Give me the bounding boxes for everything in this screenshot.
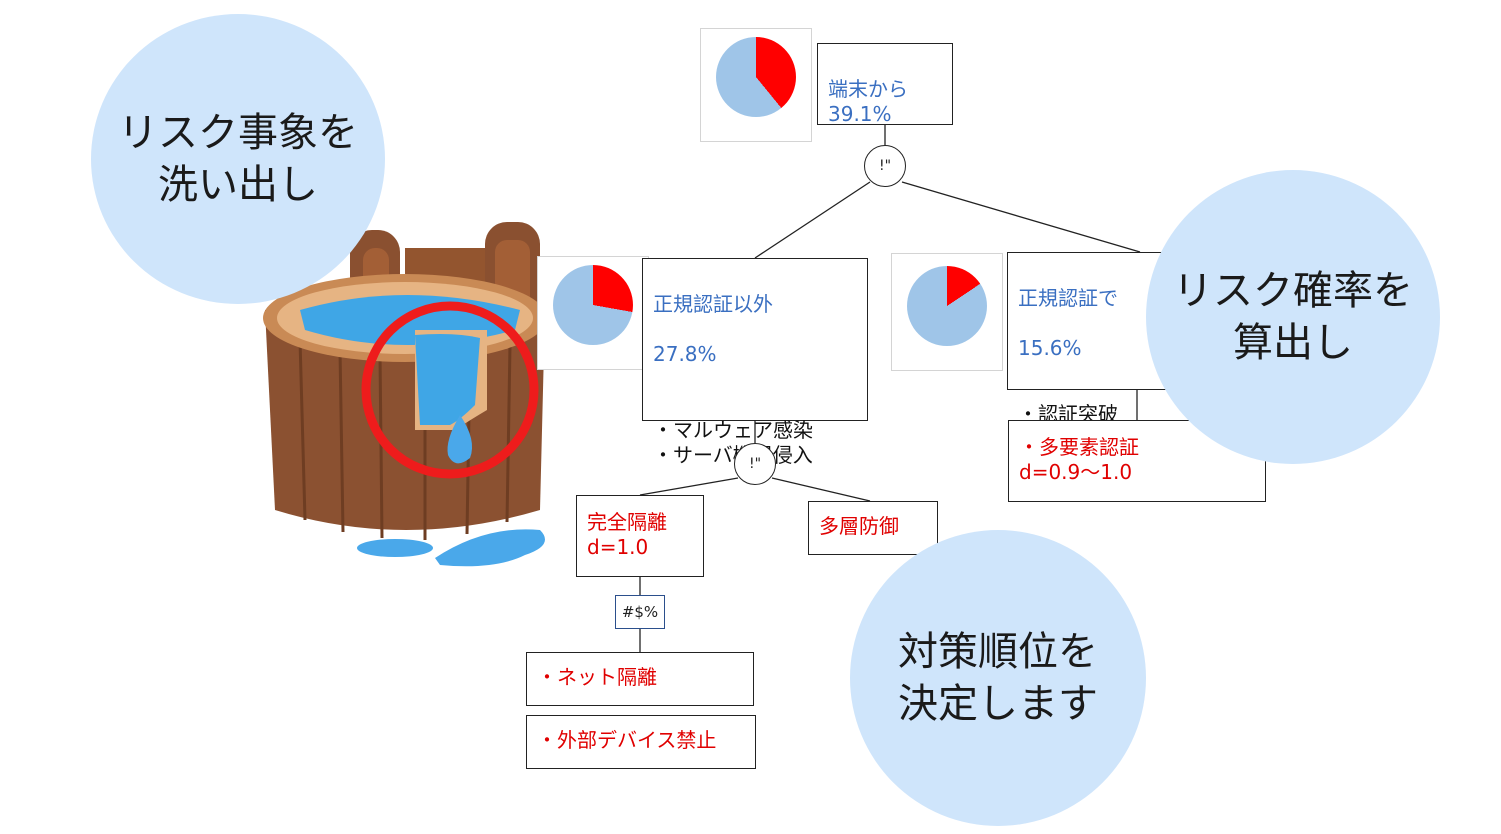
bubble-calculate: リスク確率を 算出し (1146, 170, 1440, 464)
link-node: #$% (615, 595, 665, 629)
gate-left: !" (734, 443, 776, 485)
line-gate-to-left (754, 181, 871, 259)
node-top-title: 端末から (828, 77, 908, 101)
node-right-value: 15.6% (1018, 336, 1082, 360)
line-gate-to-right (901, 181, 1141, 253)
pie-chart-left (553, 265, 633, 345)
gate-left-label: !" (748, 456, 762, 472)
node-left-value: 27.8% (653, 342, 717, 366)
gate-top-label: !" (878, 158, 892, 174)
pie-frame-top (700, 28, 812, 142)
pie-chart-top (716, 37, 796, 117)
pie-frame-left (537, 256, 649, 370)
link-node-label: #$% (621, 603, 659, 621)
node-left: 正規認証以外 27.8% ・マルウェア感染 ・サーバ機器侵入 (642, 258, 868, 467)
node-top: 端末から 39.1% (817, 43, 953, 126)
pie-chart-right (907, 266, 987, 346)
countermeasure-net-isolation: ・ネット隔離 (526, 652, 754, 706)
node-top-value: 39.1% (828, 102, 892, 126)
countermeasure-isolation: 完全隔離 d=1.0 (576, 495, 704, 577)
leak-highlight-circle (361, 301, 539, 479)
line-gate-to-defense (771, 477, 871, 502)
countermeasure-device-ban: ・外部デバイス禁止 (526, 715, 756, 769)
bubble-decide: 対策順位を 決定します (850, 530, 1146, 826)
countermeasure-defense: 多層防御 (808, 501, 938, 555)
bubble-identify: リスク事象を 洗い出し (91, 14, 385, 304)
gate-top: !" (864, 145, 906, 187)
node-left-items: ・マルウェア感染 ・サーバ機器侵入 (653, 418, 813, 467)
pie-frame-right (891, 253, 1003, 371)
node-left-title: 正規認証以外 (653, 292, 773, 316)
node-right-title: 正規認証で (1018, 286, 1118, 310)
line-gate-to-isolation (639, 477, 739, 496)
